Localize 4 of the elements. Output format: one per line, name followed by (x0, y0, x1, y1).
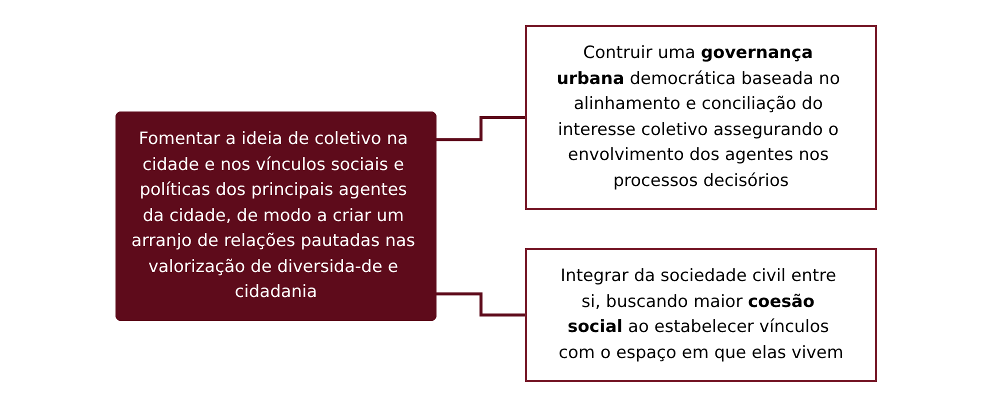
connector (436, 116, 527, 142)
node-box: Contruir uma governança urbana democrática baseada no alinhamento e conciliação do interesse coletivo assegurando o envolvimento dos agentes nos processos decisórios (524, 25, 876, 210)
node-box: Integrar da sociedade civil entre si, buscando maior coesão social ao estabelecer vínculos com o espaço em que elas vivem (524, 248, 876, 382)
connector (436, 292, 527, 316)
